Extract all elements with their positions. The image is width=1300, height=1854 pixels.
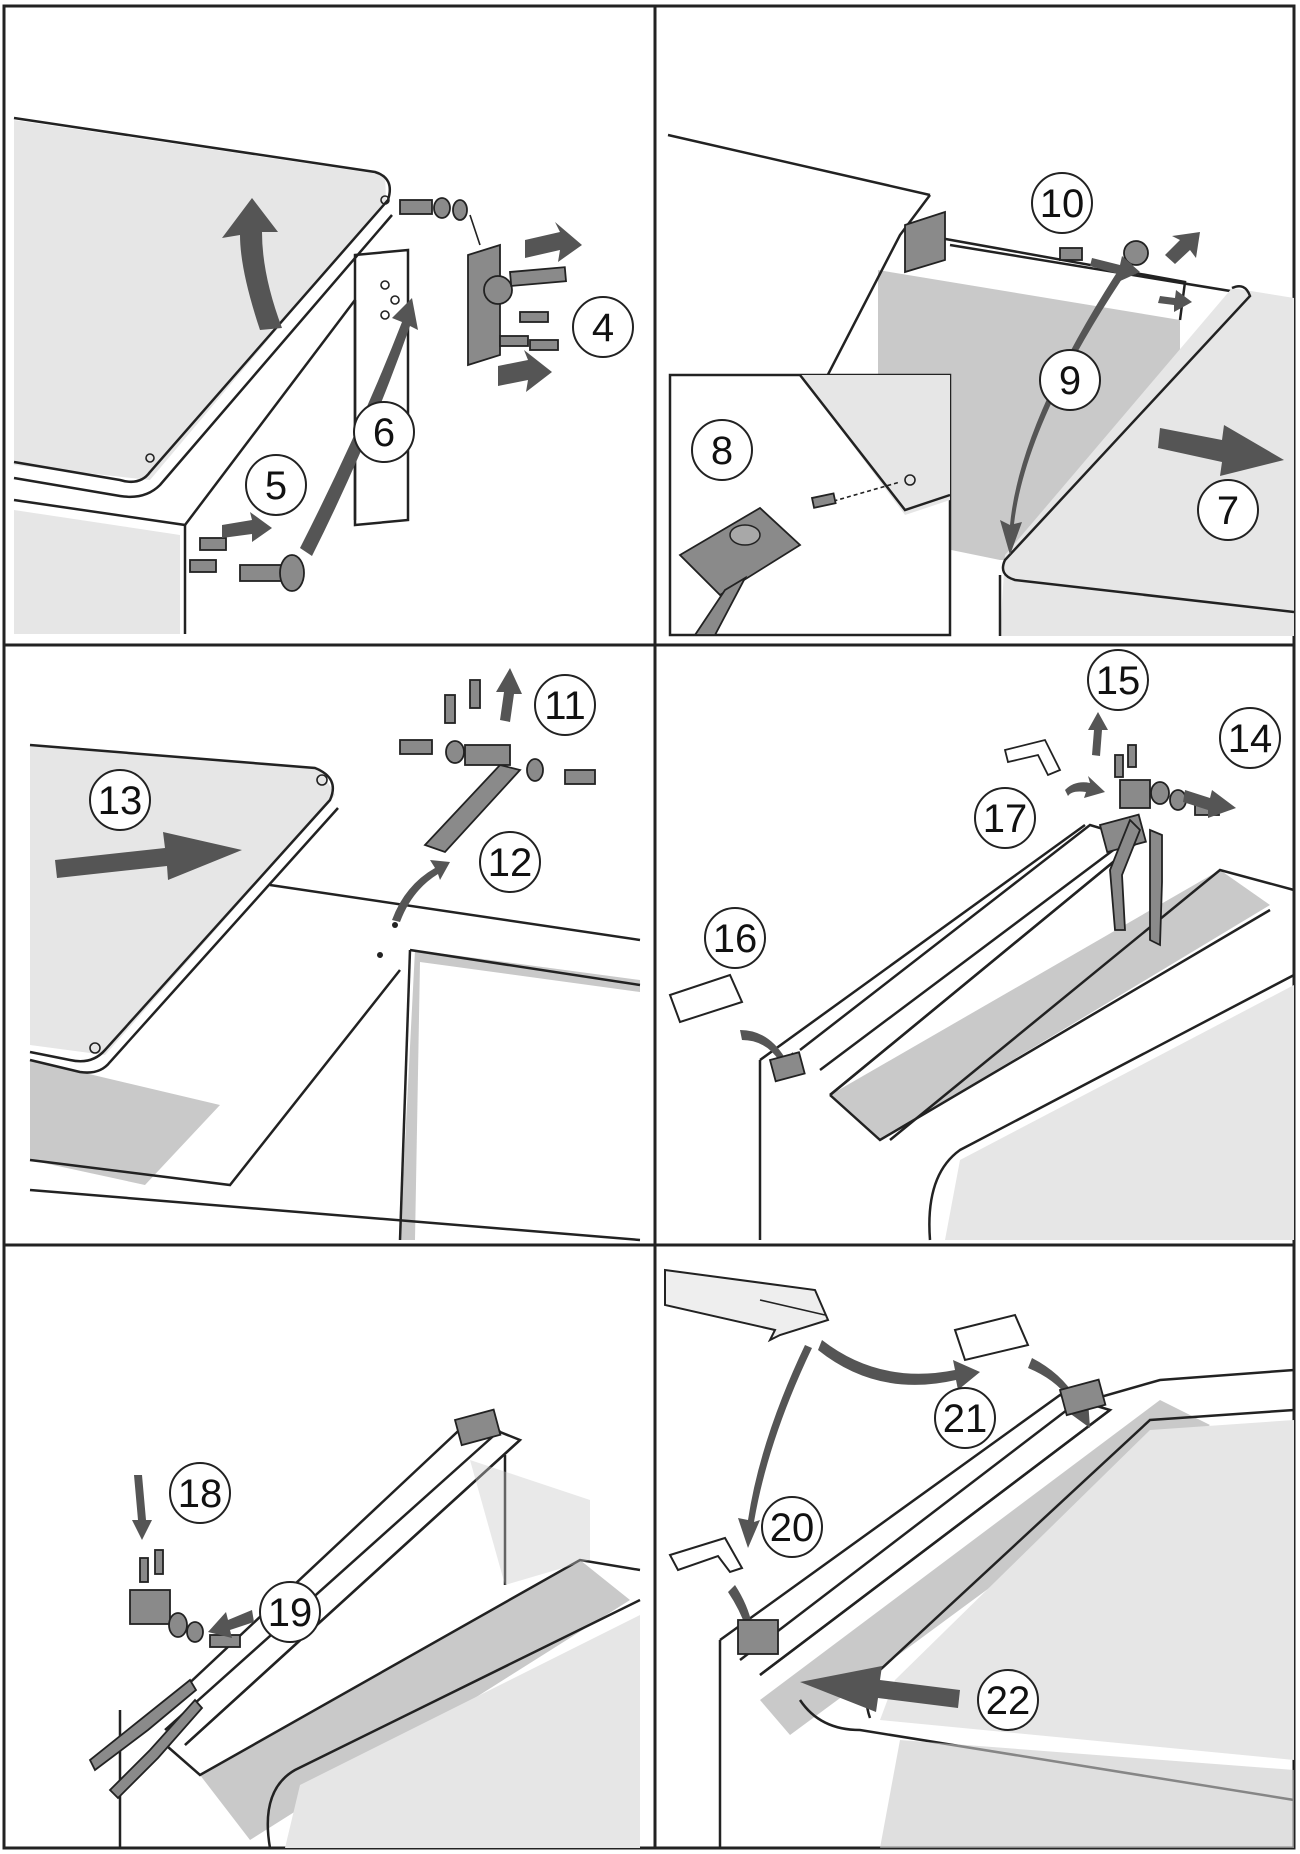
step-callout-9: 9 [1039,349,1101,411]
lift-arrow-icon [222,198,282,330]
step-callout-22: 22 [977,1669,1039,1731]
cover-piece [668,1536,744,1574]
step-callout-11: 11 [534,674,596,736]
arrow-right-icon [55,832,242,880]
cabinet-top-edge [184,299,356,526]
hinge-block [1119,779,1151,809]
svg-text:9: 9 [1059,359,1081,403]
svg-text:16: 16 [713,917,758,961]
step-callout-15: 15 [1087,649,1149,711]
step-callout-21: 21 [934,1387,996,1449]
hinge-piece [904,210,946,274]
panel-4: 15 14 17 16 [668,649,1295,1241]
arrow-up-icon [1165,232,1200,264]
cover-plate [953,1313,1030,1362]
arrow-down-icon [132,1475,152,1540]
step-callout-7: 7 [1197,479,1259,541]
step-callout-20: 20 [761,1496,823,1558]
lid-outline [13,116,392,483]
arrow-right-icon [222,512,272,542]
panel-grid [2,4,1296,1850]
panel-1: 4 5 6 [13,116,634,634]
svg-text:4: 4 [592,306,614,350]
svg-text:21: 21 [943,1397,988,1441]
arrow-right-icon [1158,425,1284,476]
lid-edge [667,133,931,197]
svg-text:8: 8 [711,429,733,473]
panel-6: 21 20 22 [664,1268,1295,1848]
svg-text:6: 6 [373,411,395,455]
cover-plate [668,973,744,1024]
cover-piece [1003,738,1062,777]
svg-text:12: 12 [488,841,533,885]
svg-text:13: 13 [98,779,143,823]
svg-text:20: 20 [770,1506,815,1550]
step-callout-10: 10 [1031,172,1093,234]
svg-text:5: 5 [265,464,287,508]
svg-text:10: 10 [1040,182,1085,226]
step-callout-18: 18 [169,1462,231,1524]
hinge-knob [483,275,513,305]
svg-text:18: 18 [178,1472,223,1516]
svg-text:17: 17 [983,797,1028,841]
top-shade-left [30,1060,220,1185]
arrow-left-icon [800,1666,960,1712]
curved-arrow-icon [1000,260,1132,555]
hinge-bracket [467,243,501,367]
step-callout-8: 8 [691,419,753,481]
parts-bag-icon [664,1268,830,1343]
step-callout-14: 14 [1219,707,1281,769]
svg-text:14: 14 [1228,717,1273,761]
adjustable-foot [239,564,286,582]
pliers-icon [1109,818,1163,947]
arrow-left-icon [208,1610,254,1638]
step-callout-6: 6 [353,401,415,463]
removed-lid [1000,288,1294,636]
hinge-block [129,1589,171,1625]
lid-surface [14,120,386,480]
step-callout-17: 17 [974,787,1036,849]
lid-edge [13,214,393,499]
arrow-right-icon [525,222,582,262]
step-callout-13: 13 [89,769,151,831]
hammer-icon [678,506,802,636]
curved-arrow-icon [392,860,450,922]
svg-text:22: 22 [986,1679,1031,1723]
curved-arrow-icon [818,1340,980,1390]
svg-text:15: 15 [1096,659,1141,703]
arrow-right-icon [498,350,552,392]
svg-text:11: 11 [544,684,586,728]
step-callout-16: 16 [704,907,766,969]
svg-text:7: 7 [1217,489,1239,533]
rail-shade [200,1560,630,1840]
arrow-up-icon [1088,712,1108,756]
hinge-plate [423,763,522,854]
panel-2: 10 9 8 7 [667,133,1295,637]
step-callout-19: 19 [259,1581,321,1643]
pliers-icon [88,1678,204,1800]
panel-3: 11 12 13 [29,668,641,1242]
step-callout-4: 4 [572,296,634,358]
panel-5: 18 19 [88,1408,641,1849]
step-callout-12: 12 [479,831,541,893]
outer-frame [2,4,1296,1850]
curved-arrow-icon [738,1345,812,1548]
step-callout-5: 5 [245,454,307,516]
arrow-up-icon [496,668,522,722]
screw [399,199,433,215]
hinge-block [737,1619,779,1655]
svg-text:19: 19 [268,1591,313,1635]
